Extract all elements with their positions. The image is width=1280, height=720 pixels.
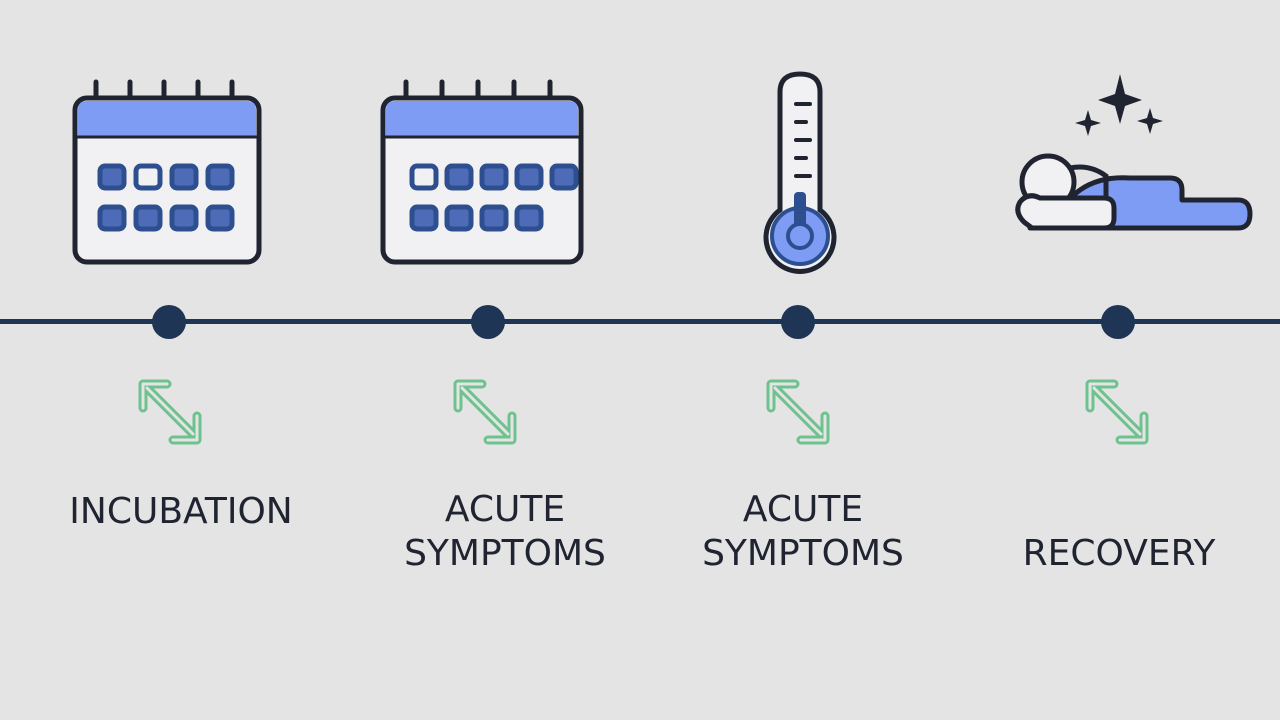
stage-label-line: INCUBATION: [69, 491, 293, 532]
timeline-node-recovery: [1101, 305, 1135, 339]
diagonal-arrow-icon: [759, 372, 839, 452]
diagonal-arrow-icon: [131, 372, 211, 452]
diagonal-arrow-icon: [1078, 372, 1158, 452]
stage-label-recovery: RECOVERY: [969, 532, 1269, 576]
stage-label-line: SYMPTOMS: [404, 533, 606, 574]
diagonal-arrow-icon: [446, 372, 526, 452]
timeline-node-acute-2: [781, 305, 815, 339]
stage-label-acute-2: ACUTE SYMPTOMS: [653, 488, 953, 576]
stage-label-line: RECOVERY: [1022, 533, 1216, 574]
stage-label-line: SYMPTOMS: [702, 533, 904, 574]
sleeping-person-icon: [1010, 72, 1260, 238]
stage-label-acute-1: ACUTE SYMPTOMS: [355, 488, 655, 576]
timeline-node-acute-1: [471, 305, 505, 339]
timeline-line: [0, 319, 1280, 324]
stage-label-incubation: INCUBATION: [31, 490, 331, 534]
stage-label-line: ACUTE: [742, 489, 864, 530]
thermometer-icon: [758, 70, 842, 278]
timeline-node-incubation: [152, 305, 186, 339]
stage-label-line: ACUTE: [444, 489, 566, 530]
calendar-icon: [70, 78, 264, 268]
calendar-icon: [378, 78, 586, 268]
